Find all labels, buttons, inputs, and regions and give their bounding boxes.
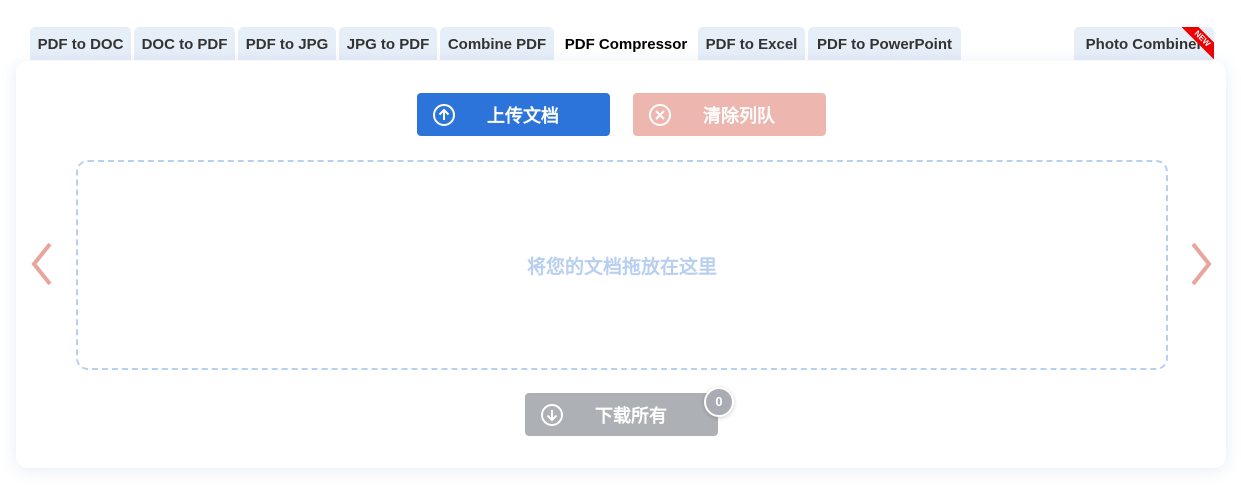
new-ribbon: NEW [1182,27,1214,59]
new-badge: NEW [1182,27,1214,59]
download-arrow-icon [541,403,563,426]
tab-pdf-compressor[interactable]: PDF Compressor [557,27,695,62]
upload-label: 上传文档 [487,105,559,126]
chevron-right-icon[interactable] [1189,240,1213,288]
tab-jpg-to-pdf[interactable]: JPG to PDF [339,27,437,60]
drop-text: 将您的文档拖放在这里 [526,256,717,278]
download-label: 下载所有 [595,405,667,426]
download-count-badge: 0 [704,387,734,417]
tab-combine-pdf[interactable]: Combine PDF [440,27,554,60]
tab-pdf-to-powerpoint[interactable]: PDF to PowerPoint [808,27,961,60]
tab-pdf-to-excel[interactable]: PDF to Excel [698,27,805,60]
tool-tabs: PDF to DOC DOC to PDF PDF to JPG JPG to … [30,27,1241,62]
clear-label: 清除列队 [703,105,775,126]
tab-label: Photo Combiner [1085,36,1203,53]
download-all-button[interactable]: 下载所有 [525,393,718,436]
tab-pdf-to-jpg[interactable]: PDF to JPG [238,27,336,60]
close-circle-icon [649,103,671,126]
chevron-left-icon[interactable] [30,240,54,288]
converter-panel: 上传文档 清除列队 将您的文档拖放在这里 下载所有 [16,61,1226,468]
upload-button[interactable]: 上传文档 [417,93,610,136]
tab-pdf-to-doc[interactable]: PDF to DOC [30,27,131,60]
clear-queue-button[interactable]: 清除列队 [633,93,826,136]
upload-arrow-icon [433,103,455,126]
tab-doc-to-pdf[interactable]: DOC to PDF [134,27,235,60]
drop-zone[interactable]: 将您的文档拖放在这里 [76,160,1168,370]
